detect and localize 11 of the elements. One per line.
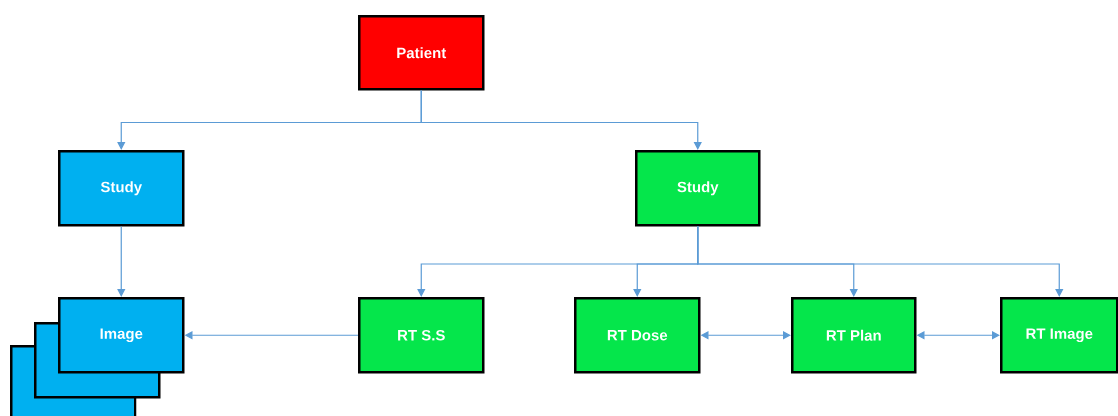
arrow [117,225,126,297]
process-box: Image [58,297,185,374]
process-box: RT Plan [791,297,917,374]
arrow [697,225,1064,297]
process-box: RT Dose [574,297,701,374]
process-box: RT S.S [358,297,485,374]
arrow [420,89,702,150]
process-box: Patient [358,15,485,91]
process-box: RT Image [1000,297,1118,374]
process-box: Study [635,150,761,227]
process-box: Study [58,150,185,227]
